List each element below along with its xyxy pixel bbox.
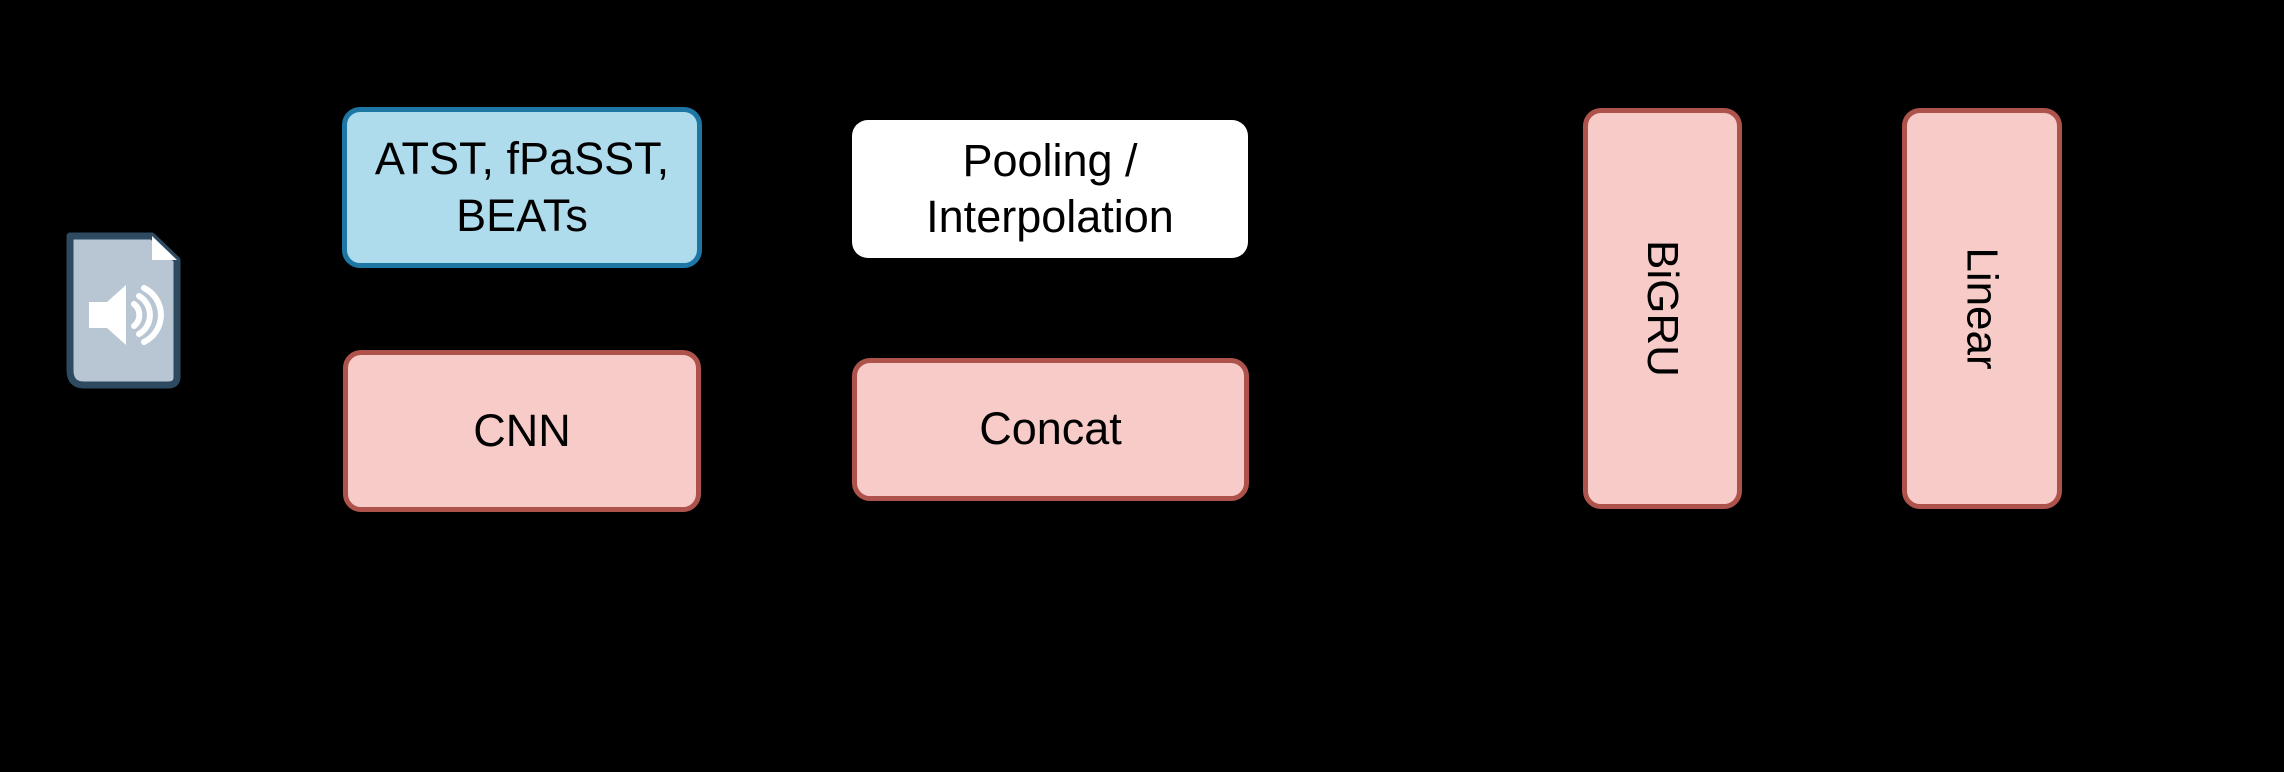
speaker-glyph xyxy=(89,285,126,345)
audio-file-icon xyxy=(66,232,181,389)
bigru-box: BiGRU xyxy=(1583,108,1742,509)
bigru-label: BiGRU xyxy=(1638,240,1687,377)
concat-label: Concat xyxy=(979,403,1122,455)
folded-corner xyxy=(152,236,177,260)
linear-label: Linear xyxy=(1957,247,2007,370)
pretrained-encoder-label: ATST, fPaSST, BEATs xyxy=(374,133,670,241)
linear-box: Linear xyxy=(1902,108,2062,509)
pooling-interpolation-box: Pooling / Interpolation xyxy=(852,120,1248,258)
sound-wave-2 xyxy=(136,293,153,337)
sound-wave-1 xyxy=(131,301,143,329)
concat-box: Concat xyxy=(852,358,1249,501)
sound-wave-3 xyxy=(141,285,164,345)
pretrained-encoder-box: ATST, fPaSST, BEATs xyxy=(342,107,702,268)
pooling-interpolation-label: Pooling / Interpolation xyxy=(926,134,1174,242)
cnn-box: CNN xyxy=(343,350,701,512)
cnn-label: CNN xyxy=(473,404,571,456)
